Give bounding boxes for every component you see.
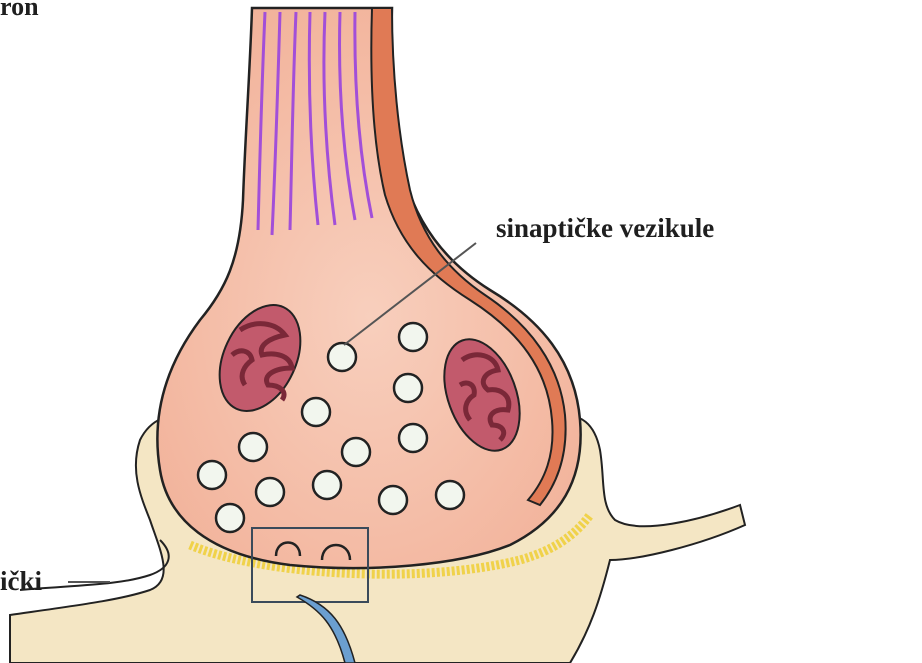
synaptic-vesicles-label: sinaptičke vezikule bbox=[496, 213, 714, 244]
postsynaptic-label-fragment: ički bbox=[0, 566, 42, 597]
synaptic-vesicle-icon bbox=[342, 438, 370, 466]
synaptic-vesicle-icon bbox=[216, 504, 244, 532]
synaptic-vesicle-icon bbox=[399, 424, 427, 452]
synaptic-vesicle-icon bbox=[198, 461, 226, 489]
synaptic-vesicle-icon bbox=[436, 481, 464, 509]
synaptic-vesicle-icon bbox=[302, 398, 330, 426]
neuron-label-fragment: ron bbox=[0, 0, 39, 22]
synaptic-vesicle-icon bbox=[399, 323, 427, 351]
synaptic-vesicle-icon bbox=[394, 374, 422, 402]
synaptic-vesicle-icon bbox=[328, 343, 356, 371]
synaptic-vesicle-icon bbox=[239, 433, 267, 461]
synaptic-vesicle-icon bbox=[313, 471, 341, 499]
synaptic-vesicle-icon bbox=[256, 478, 284, 506]
synaptic-vesicle-icon bbox=[379, 486, 407, 514]
